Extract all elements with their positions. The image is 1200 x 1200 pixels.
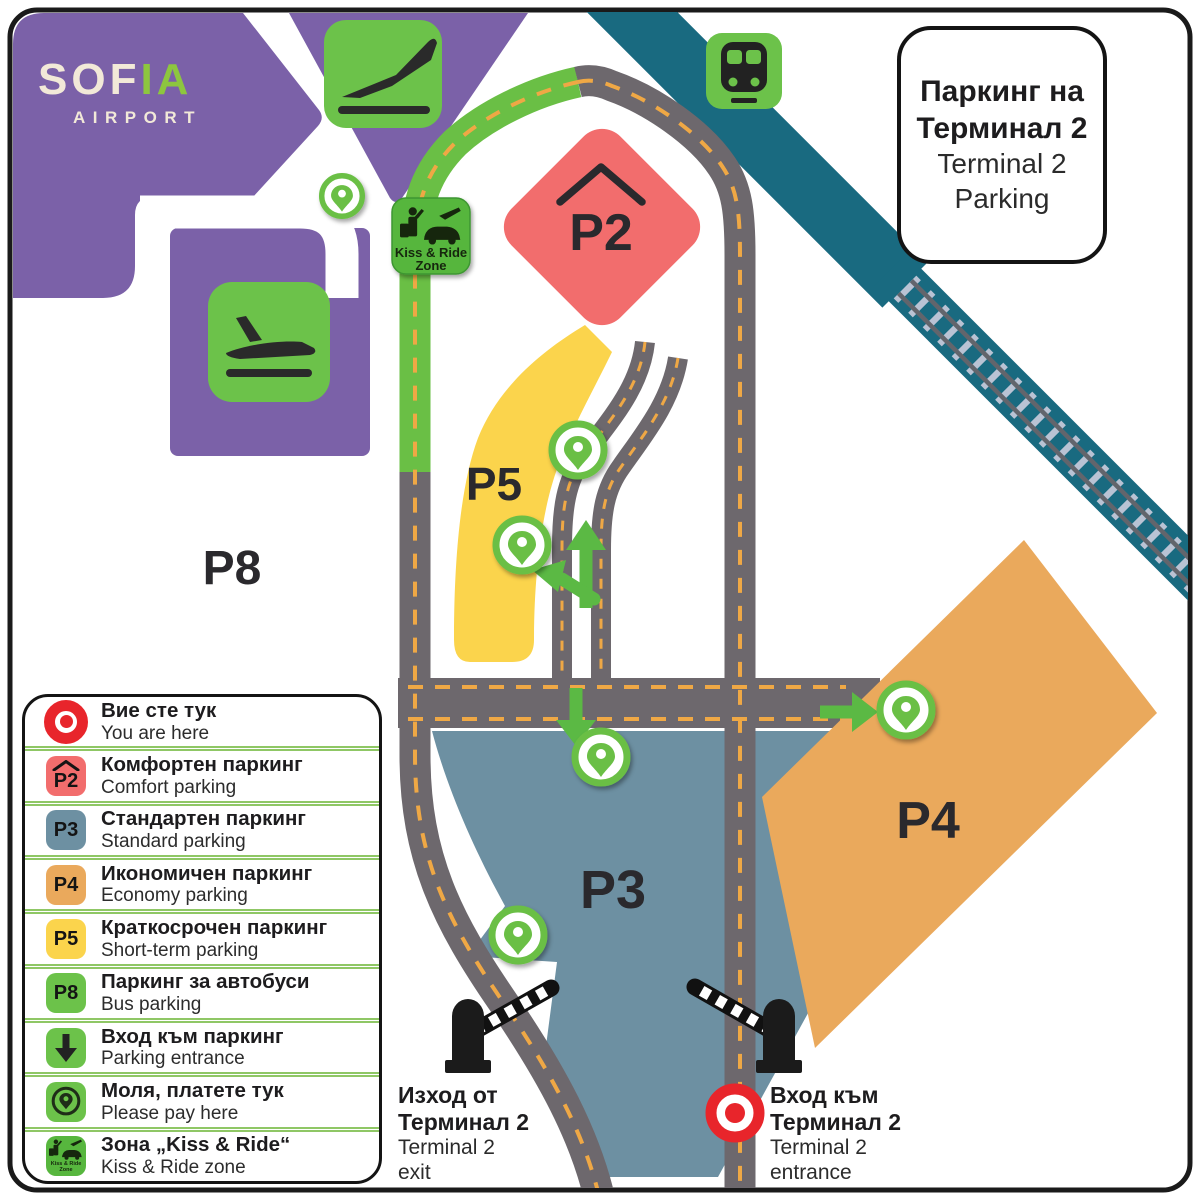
legend-label-bg: Краткосрочен паркинг: [101, 915, 328, 939]
terminal2-exit-label: Изход от Терминал 2 Terminal 2 exit: [398, 1082, 529, 1186]
kiss-ride-mini-line1: Kiss & Ride: [50, 1161, 82, 1168]
terminal-block-main: [13, 13, 322, 298]
legend-label-en: Economy parking: [101, 885, 248, 907]
pay-here-pin-icon: [552, 424, 604, 476]
departures-icon: [324, 20, 442, 128]
pay-here-pin-icon: [880, 684, 932, 736]
entrance-label-en2: entrance: [770, 1161, 852, 1185]
legend-label-bg: Вие сте тук: [101, 698, 217, 722]
title-line-bg2: Терминал 2: [916, 111, 1088, 145]
zone-p8-label: P8: [203, 542, 262, 595]
kiss-ride-zone-icon: Kiss & Ride Zone: [46, 1136, 86, 1177]
legend-label-en: Please pay here: [101, 1102, 239, 1124]
exit-label-en2: exit: [398, 1161, 431, 1185]
exit-label-en1: Terminal 2: [398, 1136, 495, 1160]
logo-subtitle: AIRPORT: [73, 108, 202, 127]
exit-label-bg1: Изход от: [398, 1082, 498, 1108]
title-line-en1: Terminal 2: [937, 148, 1067, 180]
map-title-box: Паркинг на Терминал 2 Terminal 2 Parking: [897, 26, 1107, 264]
logo-text: SOFIA: [38, 55, 192, 104]
you-are-here-target-icon: [44, 699, 88, 744]
legend-label-bg: Стандартен паркинг: [101, 807, 306, 831]
lane-markings: [408, 78, 846, 1188]
zone-p5-label: P5: [466, 458, 522, 510]
p5-badge-label: P5: [53, 927, 79, 950]
title-line-en2: Parking: [954, 182, 1050, 214]
legend-row-you-are-here: Вие сте тук You are here: [25, 697, 379, 746]
legend-label-bg: Паркинг за автобуси: [101, 970, 310, 994]
legend-label-en: Comfort parking: [101, 776, 237, 798]
zone-p2-area: P2: [503, 128, 701, 326]
legend-row-parking-entrance: Вход към паркинг Parking entrance: [25, 1017, 379, 1072]
zone-p5-area: [454, 325, 612, 662]
legend-row-p2: P2 Комфортен паркинг Comfort parking: [25, 746, 379, 800]
train-station-icon: [706, 33, 782, 109]
railway-line: [572, 12, 1188, 607]
legend-panel: Вие сте тук You are here P2 Комфортен па…: [22, 694, 382, 1184]
pay-here-pin-icon: [492, 909, 544, 961]
zone-labels: P5 P8 P3 P4: [203, 458, 960, 920]
pay-here-pin-icon: [575, 731, 627, 783]
p5-turn-arrow-icon: [532, 520, 606, 608]
p4-entrance-arrow-icon: [820, 692, 878, 732]
entrance-barrier: [686, 978, 802, 1073]
legend-label-bg: Комфортен паркинг: [101, 752, 303, 776]
p2-roof-icon: [52, 760, 80, 772]
legend-label-bg: Моля, платете тук: [101, 1078, 284, 1102]
legend-label-en: Kiss & Ride zone: [101, 1157, 246, 1179]
direction-arrows: [532, 520, 878, 746]
legend-label-en: Standard parking: [101, 831, 246, 853]
kiss-ride-zone-badge: Kiss & Ride Zone: [391, 197, 471, 275]
p3-entrance-arrow-icon: [556, 688, 596, 746]
p2-roof-icon: [556, 163, 646, 206]
legend-label-en: Short-term parking: [101, 939, 259, 961]
exit-barrier: [445, 979, 560, 1073]
kiss-ride-mini-line2: Zone: [59, 1167, 73, 1174]
pay-here-pin-icon: [322, 176, 363, 217]
zone-p4-area: [762, 540, 1157, 1048]
zone-p4-label: P4: [896, 792, 960, 850]
p5-badge-icon: P5: [46, 918, 86, 959]
p4-badge-label: P4: [53, 873, 79, 896]
title-line-bg1: Паркинг на: [920, 75, 1084, 109]
zone-p3-label: P3: [580, 860, 646, 920]
sofia-airport-logo: SOFIA AIRPORT: [38, 55, 202, 127]
pay-here-pin-icon: [46, 1081, 86, 1122]
pay-here-pin-icon: [496, 519, 548, 571]
p3-badge-icon: P3: [46, 810, 86, 851]
legend-label-bg: Икономичен паркинг: [101, 861, 313, 885]
p2-badge-label: P2: [53, 770, 79, 793]
legend-label-en: You are here: [101, 722, 210, 744]
kiss-ride-badge-line1: Kiss & Ride: [395, 245, 467, 260]
entrance-label-bg2: Терминал 2: [770, 1109, 902, 1136]
terminal2-entrance-label: Вход към Терминал 2 Terminal 2 entrance: [770, 1082, 901, 1186]
legend-row-kiss-ride: Kiss & Ride Zone Зона „Kiss & Ride“ Kiss…: [25, 1126, 379, 1181]
terminal-access-road: [140, 195, 359, 298]
legend-label-bg: Зона „Kiss & Ride“: [101, 1133, 291, 1157]
arrivals-icon: [208, 282, 330, 402]
entrance-label-en1: Terminal 2: [770, 1136, 867, 1160]
p3-badge-label: P3: [53, 819, 79, 842]
exit-label-bg2: Терминал 2: [398, 1109, 530, 1136]
legend-row-p5: P5 Краткосрочен паркинг Short-term parki…: [25, 909, 379, 963]
p8-badge-label: P8: [53, 982, 79, 1005]
p2-badge-icon: P2: [46, 755, 86, 796]
legend-label-en: Bus parking: [101, 994, 202, 1016]
zone-p2-label: P2: [569, 204, 633, 262]
p8-badge-icon: P8: [46, 973, 86, 1014]
legend-label-en: Parking entrance: [101, 1048, 245, 1070]
parking-entrance-arrow-icon: [46, 1027, 86, 1068]
legend-row-p3: P3 Стандартен паркинг Standard parking: [25, 800, 379, 855]
kiss-ride-badge-line2: Zone: [415, 258, 446, 273]
p4-badge-icon: P4: [46, 864, 86, 905]
entrance-label-bg1: Вход към: [770, 1082, 879, 1108]
legend-row-p4: P4 Икономичен паркинг Economy parking: [25, 854, 379, 909]
legend-row-pay-here: Моля, платете тук Please pay here: [25, 1072, 379, 1126]
legend-label-bg: Вход към паркинг: [101, 1024, 284, 1048]
you-are-here-target-icon: [711, 1089, 759, 1137]
legend-row-p8: P8 Паркинг за автобуси Bus parking: [25, 963, 379, 1018]
